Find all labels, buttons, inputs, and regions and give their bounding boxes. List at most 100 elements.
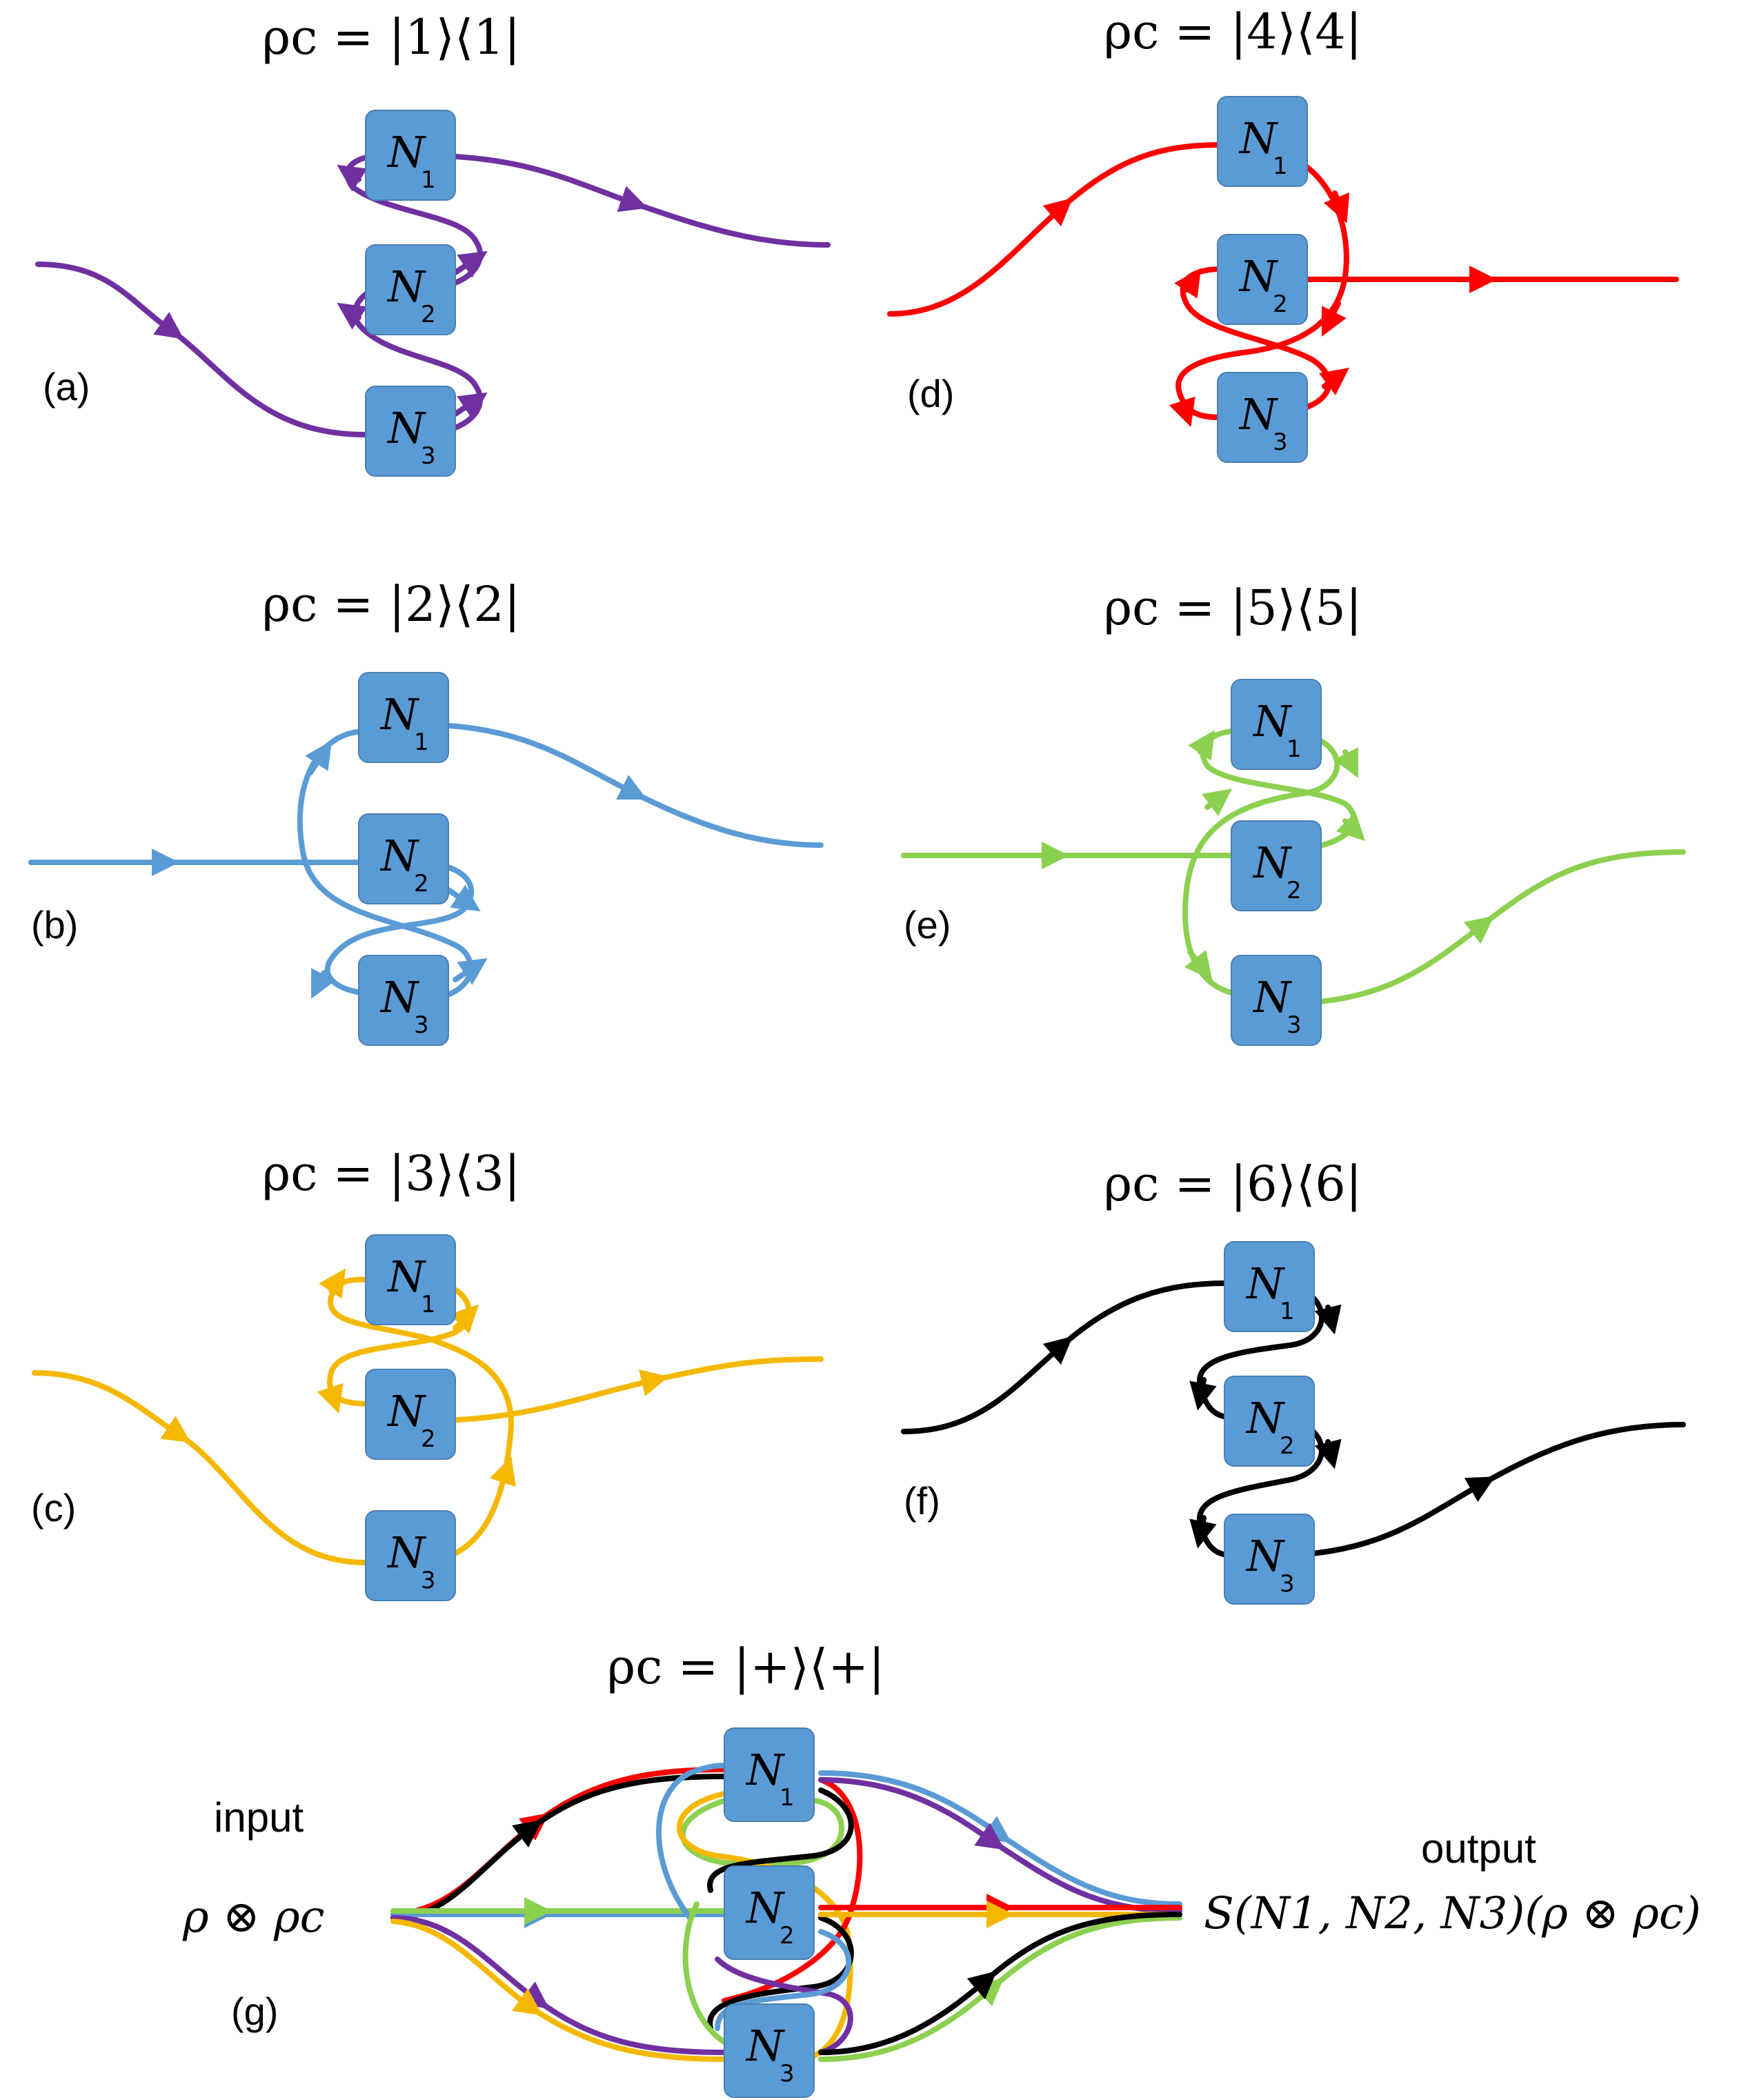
node-box-c-n1: N1	[365, 1234, 456, 1325]
panel-a-label: (a)	[43, 365, 90, 408]
output-label: output	[1421, 1825, 1536, 1872]
node-box-e-n3: N3	[1231, 955, 1322, 1046]
node-subscript: 1	[421, 1291, 436, 1318]
node-label: N	[1238, 389, 1279, 439]
node-box-b-n2: N2	[358, 813, 449, 904]
wire-g-black-upper	[390, 1774, 727, 1921]
panel-d: ρc = |4⟩⟨4| (d)	[887, 3, 1679, 427]
node-box-f-n1: N1	[1224, 1241, 1315, 1332]
node-label: N	[745, 2021, 786, 2071]
panel-f: ρc = |6⟩⟨6| (f)	[901, 1156, 1686, 1558]
node-label: N	[1238, 113, 1279, 164]
node-box-g-n1: N1	[724, 1727, 815, 1822]
node-box-a-n2: N2	[365, 244, 456, 335]
node-box-g-n3: N3	[724, 2003, 815, 2098]
node-label: N	[386, 1386, 427, 1436]
node-subscript: 3	[1280, 1570, 1295, 1598]
node-label: N	[386, 1527, 427, 1578]
wire-b-out	[411, 722, 824, 848]
wire-g-black-out	[818, 1912, 1182, 2055]
node-subscript: 3	[421, 442, 436, 470]
node-label: N	[379, 831, 420, 881]
panel-c-title: ρc = |3⟩⟨3|	[262, 1145, 520, 1202]
node-subscript: 2	[421, 301, 436, 328]
panel-g: ρc = |+⟩⟨+| input ρ ⊗ ρc (g) output S(N1…	[182, 1638, 1701, 2062]
node-box-d-n1: N1	[1217, 96, 1308, 187]
wire-g-purple-out	[818, 1777, 1182, 1914]
node-subscript: 1	[780, 1784, 795, 1812]
panel-c: ρc = |3⟩⟨3| (c)	[31, 1145, 824, 1565]
node-subscript: 1	[1287, 735, 1302, 763]
node-box-f-n3: N3	[1224, 1514, 1315, 1605]
panel-b-label: (b)	[31, 903, 78, 947]
node-subscript: 3	[1287, 1011, 1302, 1039]
panel-f-label: (f)	[904, 1479, 940, 1523]
node-box-d-n3: N3	[1217, 372, 1308, 463]
wire-e-out	[1273, 849, 1686, 1007]
panel-f-title: ρc = |6⟩⟨6|	[1104, 1156, 1362, 1212]
panel-g-label: (g)	[231, 1990, 278, 2033]
node-box-b-n3: N3	[358, 955, 449, 1046]
node-label: N	[1252, 838, 1293, 888]
node-subscript: 2	[1280, 1432, 1295, 1460]
node-box-a-n1: N1	[365, 110, 456, 201]
node-subscript: 1	[421, 166, 436, 194]
node-subscript: 2	[780, 1922, 795, 1950]
node-subscript: 3	[1273, 428, 1288, 456]
wire-g-blue-out	[818, 1770, 1182, 1907]
panel-e-label: (e)	[904, 903, 951, 947]
wire-f-out	[1267, 1422, 1686, 1558]
node-box-e-n2: N2	[1231, 820, 1322, 911]
node-label: N	[386, 127, 427, 177]
node-box-g-n2: N2	[724, 1865, 815, 1960]
node-box-a-n3: N3	[365, 386, 456, 477]
panel-e-title: ρc = |5⟩⟨5|	[1104, 580, 1362, 636]
node-label: N	[379, 689, 420, 740]
node-label: N	[745, 1745, 786, 1795]
wire-a-out	[411, 152, 831, 248]
wire-c-in	[32, 1370, 368, 1565]
node-subscript: 2	[1287, 877, 1302, 904]
node-subscript: 1	[1280, 1298, 1295, 1325]
wire-g-green-out	[818, 1915, 1182, 2062]
wire-c-out	[411, 1356, 824, 1424]
node-subscript: 1	[1273, 152, 1288, 180]
node-label: N	[386, 261, 427, 312]
node-label: N	[1245, 1258, 1286, 1309]
panel-a-title: ρc = |1⟩⟨1|	[262, 9, 520, 66]
node-subscript: 3	[780, 2060, 795, 2088]
node-subscript: 3	[414, 1011, 429, 1039]
panel-d-label: (d)	[907, 372, 954, 415]
node-label: N	[1252, 972, 1293, 1022]
input-label: input	[214, 1794, 304, 1841]
node-box-f-n2: N2	[1224, 1376, 1315, 1467]
node-label: N	[386, 403, 427, 453]
node-subscript: 2	[1273, 290, 1288, 318]
node-subscript: 2	[414, 870, 429, 898]
input-state: ρ ⊗ ρc	[182, 1892, 324, 1943]
node-subscript: 2	[421, 1425, 436, 1453]
node-label: N	[1252, 696, 1293, 746]
node-subscript: 3	[421, 1567, 436, 1594]
node-label: N	[1245, 1393, 1286, 1443]
panel-a: ρc = |1⟩⟨1| (a)	[35, 9, 831, 437]
wire-d-in	[887, 142, 1224, 317]
node-label: N	[386, 1251, 427, 1302]
node-boxes: N1N2N3N1N2N3N1N2N3N1N2N3N1N2N3N1N2N3N1N2…	[358, 96, 1322, 2098]
node-label: N	[1238, 251, 1279, 301]
panel-c-label: (c)	[31, 1486, 76, 1529]
wire-g-yellow-lower	[390, 1919, 727, 2062]
node-label: N	[745, 1883, 786, 1933]
panel-g-title: ρc = |+⟩⟨+|	[607, 1638, 885, 1695]
output-state: S(N1, N2, N3)(ρ ⊗ ρc)	[1204, 1888, 1701, 1939]
wire-a-in	[35, 261, 368, 437]
node-label: N	[1245, 1531, 1286, 1581]
node-box-e-n1: N1	[1231, 679, 1322, 770]
node-box-b-n1: N1	[358, 672, 449, 763]
panel-b: ρc = |2⟩⟨2| (b)	[28, 576, 824, 1003]
panel-b-title: ρc = |2⟩⟨2|	[262, 576, 520, 633]
wire-f-in	[901, 1280, 1231, 1434]
node-box-d-n2: N2	[1217, 234, 1308, 325]
node-subscript: 1	[414, 729, 429, 756]
